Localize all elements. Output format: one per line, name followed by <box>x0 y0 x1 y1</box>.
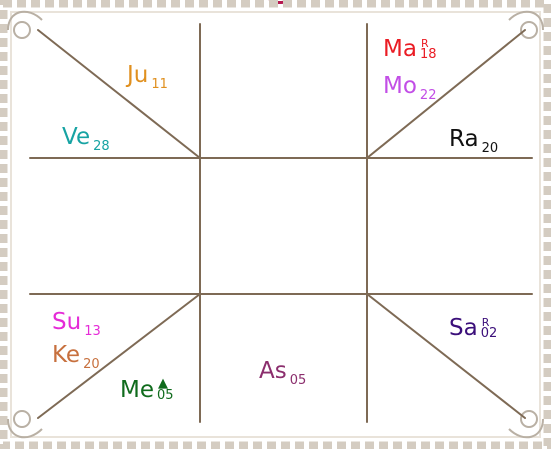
planet-degree: 11 <box>151 77 168 92</box>
planet-label: Ju <box>127 62 148 88</box>
planet-label: Sa <box>449 315 478 341</box>
planet-degree: 13 <box>84 324 101 339</box>
corner-flourish-top-right <box>509 12 543 38</box>
planet-label: Ve <box>62 124 90 150</box>
planet-degree: 20 <box>83 357 100 372</box>
planet-degree: 18 <box>420 48 437 61</box>
planet-degree: 28 <box>93 139 110 154</box>
planet-degree: 02 <box>481 327 498 340</box>
diagonal-bottom-right <box>367 294 525 418</box>
planet-label: Su <box>52 309 81 335</box>
planet-degree: 05 <box>290 373 307 388</box>
planet-label: As <box>259 358 287 384</box>
planet-degree: 22 <box>420 88 437 103</box>
planet-label: Me <box>120 377 154 403</box>
planet-label: Ma <box>383 36 417 62</box>
planet-label: Mo <box>383 73 417 99</box>
planet-degree: 05 <box>157 389 174 402</box>
planet-degree: 20 <box>482 141 499 156</box>
corner-flourish-bottom-left <box>8 411 42 437</box>
planet-degree-stack: ▲05 <box>157 377 174 402</box>
planet-label: Ra <box>449 126 479 152</box>
planet-mercury: Me▲05 <box>120 377 174 402</box>
corner-flourish-top-left <box>8 12 42 38</box>
planet-label: Ke <box>52 342 80 368</box>
corner-flourish-bottom-right <box>509 411 543 437</box>
